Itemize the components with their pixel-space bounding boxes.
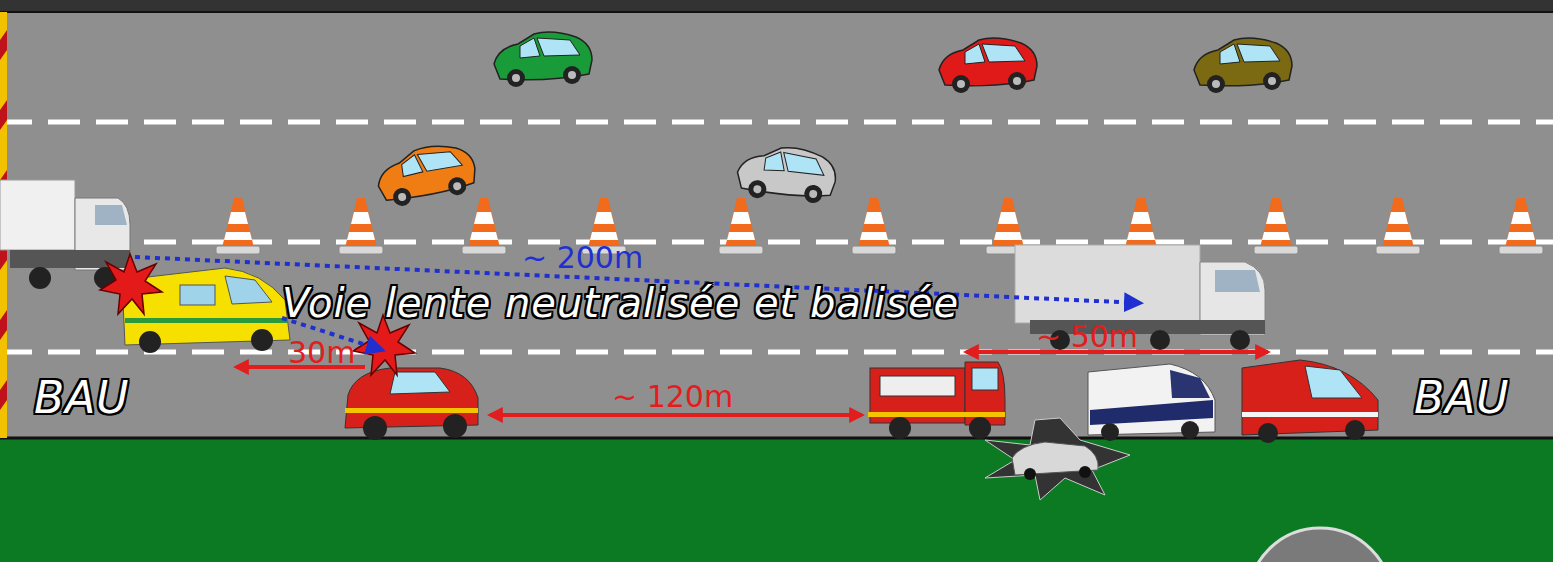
top-band [0, 0, 1553, 12]
fire-car [345, 368, 478, 440]
ambulance [122, 268, 290, 353]
lane-note: Voie lente neutralisée et balisée [282, 283, 959, 323]
police-van [1088, 364, 1215, 441]
fire-van [1242, 360, 1378, 443]
distance-label: ~ 200m [522, 243, 643, 273]
truck-left [0, 180, 130, 289]
road [0, 12, 1553, 438]
traffic-cars [374, 32, 1292, 209]
distance-arrows [135, 257, 1268, 415]
lane-markings [0, 122, 1553, 352]
manhole [1248, 528, 1392, 562]
traffic-cones [216, 198, 1543, 254]
distance-label: 30m [288, 338, 355, 368]
crashed-car [985, 418, 1130, 500]
lane-name: BAU [34, 376, 130, 420]
lane-name: BAU [1414, 376, 1510, 420]
distance-label: ~ 50m [1036, 322, 1138, 352]
distance-label: ~ 120m [612, 382, 733, 412]
fire-truck [868, 362, 1005, 439]
